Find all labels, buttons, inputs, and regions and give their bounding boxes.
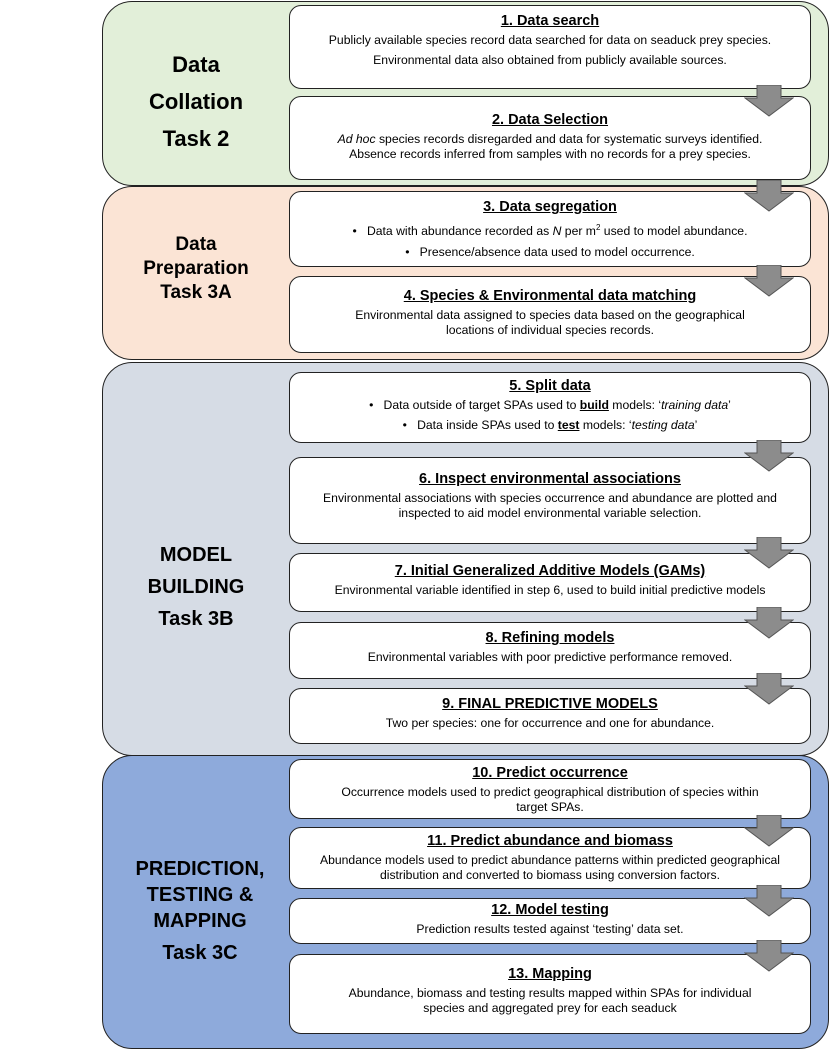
arrow-down-icon <box>744 265 794 297</box>
panel-label-prediction: PREDICTION, TESTING & MAPPING Task 3C <box>135 858 265 964</box>
step-title: 6. Inspect environmental associations <box>419 471 681 487</box>
arrow-down-icon <box>744 85 794 117</box>
step-9-final-predictive-models: 9. FINAL PREDICTIVE MODELS Two per speci… <box>289 688 811 744</box>
step-title: 5. Split data <box>509 378 591 394</box>
step-title: 3. Data segregation <box>483 199 617 215</box>
step-title: 2. Data Selection <box>491 112 609 128</box>
panel-label-collation: Data Collation Task 2 <box>148 52 244 151</box>
step-13-mapping: 13. Mapping Abundance, biomass and testi… <box>289 954 811 1034</box>
arrow-down-icon <box>744 607 794 639</box>
step-8-refining-models: 8. Refining models Environmental variabl… <box>289 622 811 679</box>
arrow-down-icon <box>744 815 794 847</box>
arrow-down-icon <box>744 940 794 972</box>
step-title: 9. FINAL PREDICTIVE MODELS <box>442 696 658 712</box>
step-7-initial-gams: 7. Initial Generalized Additive Models (… <box>289 553 811 612</box>
panel-label-building: MODEL BUILDING Task 3B <box>147 544 245 630</box>
step-12-model-testing: 12. Model testing Prediction results tes… <box>289 898 811 944</box>
arrow-down-icon <box>744 885 794 917</box>
step-3-data-segregation: 3. Data segregation Data with abundance … <box>289 191 811 267</box>
step-2-data-selection: 2. Data Selection Ad hoc species records… <box>289 96 811 180</box>
step-4-species-environmental-matching: 4. Species & Environmental data matching… <box>289 276 811 353</box>
step-title: 12. Model testing <box>491 902 609 918</box>
step-title: 4. Species & Environmental data matching <box>403 288 697 304</box>
step-title: 7. Initial Generalized Additive Models (… <box>394 563 706 579</box>
arrow-down-icon <box>744 673 794 705</box>
panel-label-preparation: Data Preparation Task 3A <box>143 234 249 303</box>
step-11-predict-abundance-biomass: 11. Predict abundance and biomass Abunda… <box>289 827 811 889</box>
arrow-down-icon <box>744 440 794 472</box>
step-1-data-search: 1. Data search Publicly available specie… <box>289 5 811 89</box>
step-5-split-data: 5. Split data Data outside of target SPA… <box>289 372 811 443</box>
step-6-inspect-environmental-associations: 6. Inspect environmental associations En… <box>289 457 811 544</box>
step-title: 11. Predict abundance and biomass <box>427 833 673 849</box>
arrow-down-icon <box>744 537 794 569</box>
step-title: 13. Mapping <box>508 966 592 982</box>
step-title: 1. Data search <box>500 13 600 29</box>
step-title: 10. Predict occurrence <box>472 765 628 781</box>
step-10-predict-occurrence: 10. Predict occurrence Occurrence models… <box>289 759 811 819</box>
step-title: 8. Refining models <box>485 630 615 646</box>
arrow-down-icon <box>744 180 794 212</box>
